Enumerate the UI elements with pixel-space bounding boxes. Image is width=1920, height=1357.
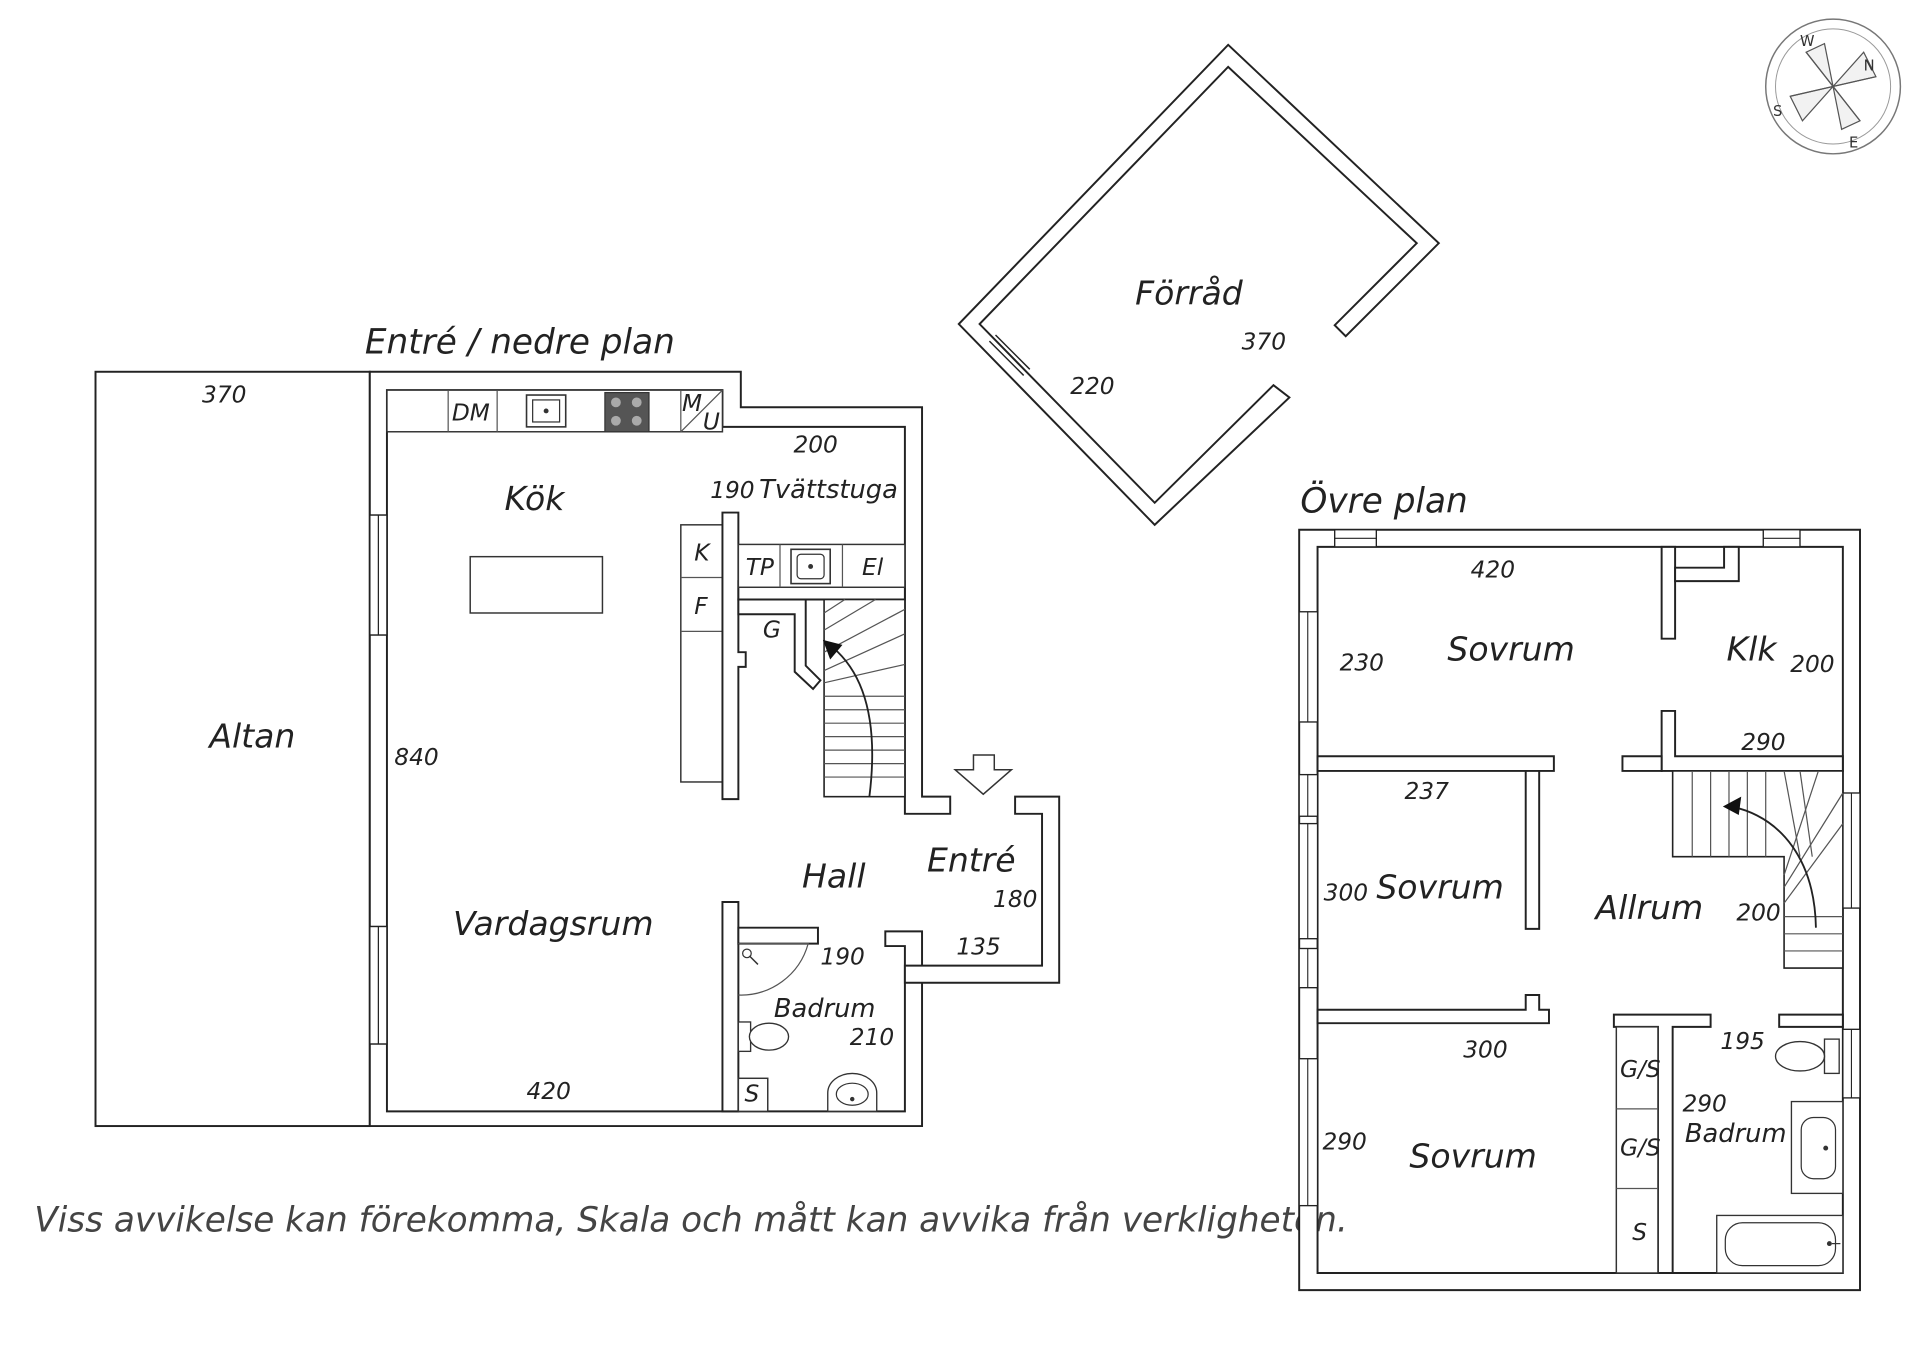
fixture-dm: DM bbox=[452, 400, 490, 427]
forrad-building: Förråd 370 220 bbox=[957, 43, 1441, 527]
fixture-k: K bbox=[694, 539, 711, 566]
fixture-el: El bbox=[862, 554, 884, 581]
room-badrum-lower: Badrum bbox=[774, 994, 876, 1024]
dim-tvattstuga-190: 190 bbox=[710, 477, 754, 504]
window-left-5 bbox=[1298, 1058, 1319, 1207]
bathroom-sink-icon bbox=[827, 1072, 878, 1113]
window-top-left bbox=[1334, 529, 1377, 548]
toilet-icon bbox=[737, 1021, 790, 1053]
dim-up-290b: 290 bbox=[1322, 1128, 1366, 1155]
room-vardagsrum: Vardagsrum bbox=[453, 904, 653, 943]
bathtub-icon bbox=[1716, 1214, 1844, 1274]
window-left-2 bbox=[1298, 773, 1319, 817]
room-badrum-upper: Badrum bbox=[1685, 1119, 1787, 1149]
closet-column bbox=[1615, 1026, 1659, 1274]
room-kok: Kök bbox=[504, 479, 566, 518]
fridge-freezer-column bbox=[680, 524, 724, 783]
entrance-arrow-icon bbox=[953, 754, 1014, 796]
window-left-4 bbox=[1298, 947, 1319, 989]
fixture-gs-1: G/S bbox=[1620, 1056, 1661, 1083]
dim-forrad-220: 220 bbox=[1070, 373, 1114, 400]
fixture-u: U bbox=[703, 408, 720, 435]
stairs-upper bbox=[1671, 770, 1844, 969]
shower-head-icon bbox=[742, 948, 759, 965]
room-sovrum-2: Sovrum bbox=[1376, 867, 1503, 906]
fixture-gs-2: G/S bbox=[1620, 1134, 1661, 1161]
fixture-tp: TP bbox=[746, 554, 774, 581]
forrad-window bbox=[988, 334, 1031, 376]
room-altan: Altan bbox=[207, 717, 295, 756]
room-klk: Klk bbox=[1727, 630, 1779, 669]
room-forrad: Förråd bbox=[1135, 273, 1244, 312]
room-allrum: Allrum bbox=[1594, 888, 1704, 927]
dim-klk-290: 290 bbox=[1741, 729, 1785, 756]
sink-upper-icon bbox=[1790, 1100, 1844, 1195]
toilet-upper-icon bbox=[1774, 1038, 1840, 1075]
window-right-2 bbox=[1842, 1028, 1861, 1099]
disclaimer-text: Viss avvikelse kan förekomma, Skala och … bbox=[34, 1200, 1347, 1240]
storage-s-lower bbox=[737, 1077, 769, 1113]
fixture-g: G bbox=[763, 616, 781, 643]
fixture-s-lower: S bbox=[744, 1081, 759, 1108]
compass-w-label: W bbox=[1800, 33, 1815, 50]
stove-icon bbox=[604, 391, 650, 433]
laundry-sink-icon bbox=[790, 548, 831, 585]
altan-deck bbox=[94, 370, 371, 1128]
dim-up-420: 420 bbox=[1471, 556, 1515, 583]
dim-up-290a: 290 bbox=[1682, 1090, 1726, 1117]
fixture-m: M bbox=[682, 390, 702, 417]
dim-up-237: 237 bbox=[1404, 778, 1449, 805]
dim-up-300b: 300 bbox=[1463, 1036, 1507, 1063]
window-kok bbox=[369, 514, 388, 636]
room-entre: Entré bbox=[927, 840, 1016, 879]
window-top-right bbox=[1762, 529, 1801, 548]
stairs-lower bbox=[822, 598, 906, 798]
dim-klk-200: 200 bbox=[1790, 651, 1834, 678]
dim-altan-370: 370 bbox=[202, 381, 246, 408]
dim-badrum-210: 210 bbox=[850, 1024, 894, 1051]
fixture-s-upper: S bbox=[1632, 1219, 1647, 1246]
dim-up-300a: 300 bbox=[1324, 880, 1368, 907]
window-right-1 bbox=[1842, 792, 1861, 909]
compass-e-label: E bbox=[1849, 135, 1858, 152]
dim-lower-135: 135 bbox=[956, 934, 1000, 961]
room-hall: Hall bbox=[802, 856, 866, 895]
dim-kok-200: 200 bbox=[793, 432, 837, 459]
window-left-1 bbox=[1298, 611, 1319, 723]
compass-s-label: S bbox=[1773, 103, 1782, 120]
compass-n-label: N bbox=[1864, 58, 1875, 75]
dim-allrum-200: 200 bbox=[1736, 899, 1780, 926]
upper-plan: G/S G/S S bbox=[1298, 528, 1861, 1292]
dim-lower-840: 840 bbox=[394, 744, 438, 771]
window-vardagsrum bbox=[369, 925, 388, 1045]
title-lower-plan: Entré / nedre plan bbox=[365, 322, 675, 362]
window-left-3 bbox=[1298, 822, 1319, 940]
dim-lower-180: 180 bbox=[993, 886, 1037, 913]
lower-plan: Altan 370 DM M U bbox=[94, 370, 1061, 1128]
kitchen-island bbox=[469, 555, 604, 614]
compass-icon: N W S E bbox=[1764, 18, 1902, 155]
dim-forrad-370: 370 bbox=[1242, 329, 1286, 356]
title-upper-plan: Övre plan bbox=[1300, 481, 1467, 522]
dim-up-230: 230 bbox=[1340, 650, 1384, 677]
room-sovrum-3: Sovrum bbox=[1409, 1137, 1536, 1176]
dim-lower-420: 420 bbox=[527, 1078, 571, 1105]
room-sovrum-1: Sovrum bbox=[1447, 630, 1574, 669]
dim-up-195: 195 bbox=[1720, 1028, 1764, 1055]
kitchen-sink-icon bbox=[525, 394, 567, 428]
dim-badrum-190: 190 bbox=[820, 943, 864, 970]
fixture-f: F bbox=[694, 593, 708, 620]
room-tvattstuga: Tvättstuga bbox=[759, 475, 898, 505]
